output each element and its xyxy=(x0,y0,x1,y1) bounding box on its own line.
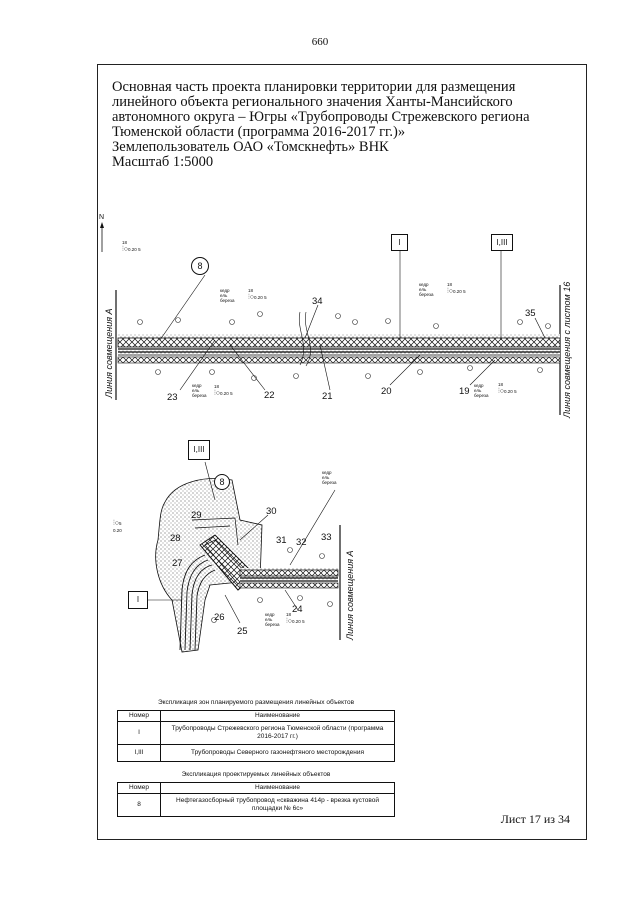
page-number: 660 xyxy=(311,36,329,48)
parcel-number: 29 xyxy=(191,510,202,521)
parcel-number: 26 xyxy=(214,612,225,623)
title-line: линейного объекта регионального значения… xyxy=(112,94,513,110)
parcel-number: 19 xyxy=(459,386,470,397)
parcel-number: 35 xyxy=(525,308,536,319)
table-row: I Трубопроводы Стрежевского региона Тюме… xyxy=(117,721,395,745)
parcel-number: 33 xyxy=(321,532,332,543)
objects-table-caption: Экспликация проектируемых линейных объек… xyxy=(181,771,331,778)
table-row: 8 Нефтегазосборный трубопровод «скважина… xyxy=(117,793,395,817)
parcel-number: 32 xyxy=(296,537,307,548)
forest-tax-symbol: 18⫶○0.20 5 xyxy=(286,612,305,625)
column-header: Номер xyxy=(117,710,161,722)
document-title: Основная часть проекта планировки террит… xyxy=(112,80,582,170)
parcel-number: 28 xyxy=(170,533,181,544)
object-circle: 8 xyxy=(214,474,230,490)
forest-tax-symbol: 18⫶○0.20 5 xyxy=(248,288,267,301)
leader-lines-bottom xyxy=(148,461,336,624)
land-user-line: Землепользователь ОАО «Томскнефть» ВНК xyxy=(112,139,389,155)
zone-label-box: I xyxy=(391,234,408,251)
leader-lines-top xyxy=(159,250,546,391)
table-row: I,III Трубопроводы Северного газонефтяно… xyxy=(117,744,395,762)
scale-line: Масштаб 1:5000 xyxy=(112,154,214,170)
zones-table: Номер Наименование I Трубопроводы Стреже… xyxy=(117,710,395,762)
zone-label-box: I,III xyxy=(188,440,210,460)
parcel-number: 24 xyxy=(292,604,303,615)
zone-label-box: I xyxy=(128,591,148,609)
zones-table-caption: Экспликация зон планируемого размещения … xyxy=(157,699,355,706)
forest-tax-symbol: 18⫶○0.20 5 xyxy=(214,384,233,397)
forest-tax-symbol: 18⫶○0.20 5 xyxy=(122,240,141,253)
column-header: Номер xyxy=(117,782,161,794)
object-circle: 8 xyxy=(191,257,209,275)
parcel-number: 27 xyxy=(172,558,183,569)
parcel-number: 20 xyxy=(381,386,392,397)
objects-table: Номер Наименование 8 Нефтегазосборный тр… xyxy=(117,782,395,817)
lower-area xyxy=(155,478,339,653)
north-label: N xyxy=(99,214,105,221)
drawing-frame xyxy=(97,64,587,840)
match-line-right-top-label: Линия совмещения с листом 16 xyxy=(562,281,572,418)
forest-tax-symbol: 18⫶○0.20 5 xyxy=(447,282,466,295)
column-header: Наименование xyxy=(160,710,395,722)
title-line: Тюменской области (программа 2016-2017 г… xyxy=(112,124,406,140)
title-line: автономного округа – Югры «Трубопроводы … xyxy=(112,109,530,125)
title-line: Основная часть проекта планировки террит… xyxy=(112,79,516,95)
parcel-number: 34 xyxy=(312,296,323,307)
north-arrow-icon xyxy=(100,222,104,252)
zone-label-box: I,III xyxy=(491,234,513,251)
forest-tax-symbol: 18⫶○0.20 5 xyxy=(498,382,517,395)
parcel-number: 21 xyxy=(322,391,333,402)
tree-symbols xyxy=(137,311,551,381)
parcel-number: 30 xyxy=(266,506,277,517)
parcel-number: 31 xyxy=(276,535,287,546)
parcel-number: 23 xyxy=(167,392,178,403)
parcel-number: 22 xyxy=(264,390,275,401)
column-header: Наименование xyxy=(160,782,395,794)
match-line-right-bottom-label: Линия совмещения А xyxy=(345,550,355,640)
parcel-number: 25 xyxy=(237,626,248,637)
sheet-label: Лист 17 из 34 xyxy=(500,812,570,826)
match-line-left-label: Линия совмещения А xyxy=(104,308,114,398)
pipeline-corridor-top xyxy=(117,334,561,364)
